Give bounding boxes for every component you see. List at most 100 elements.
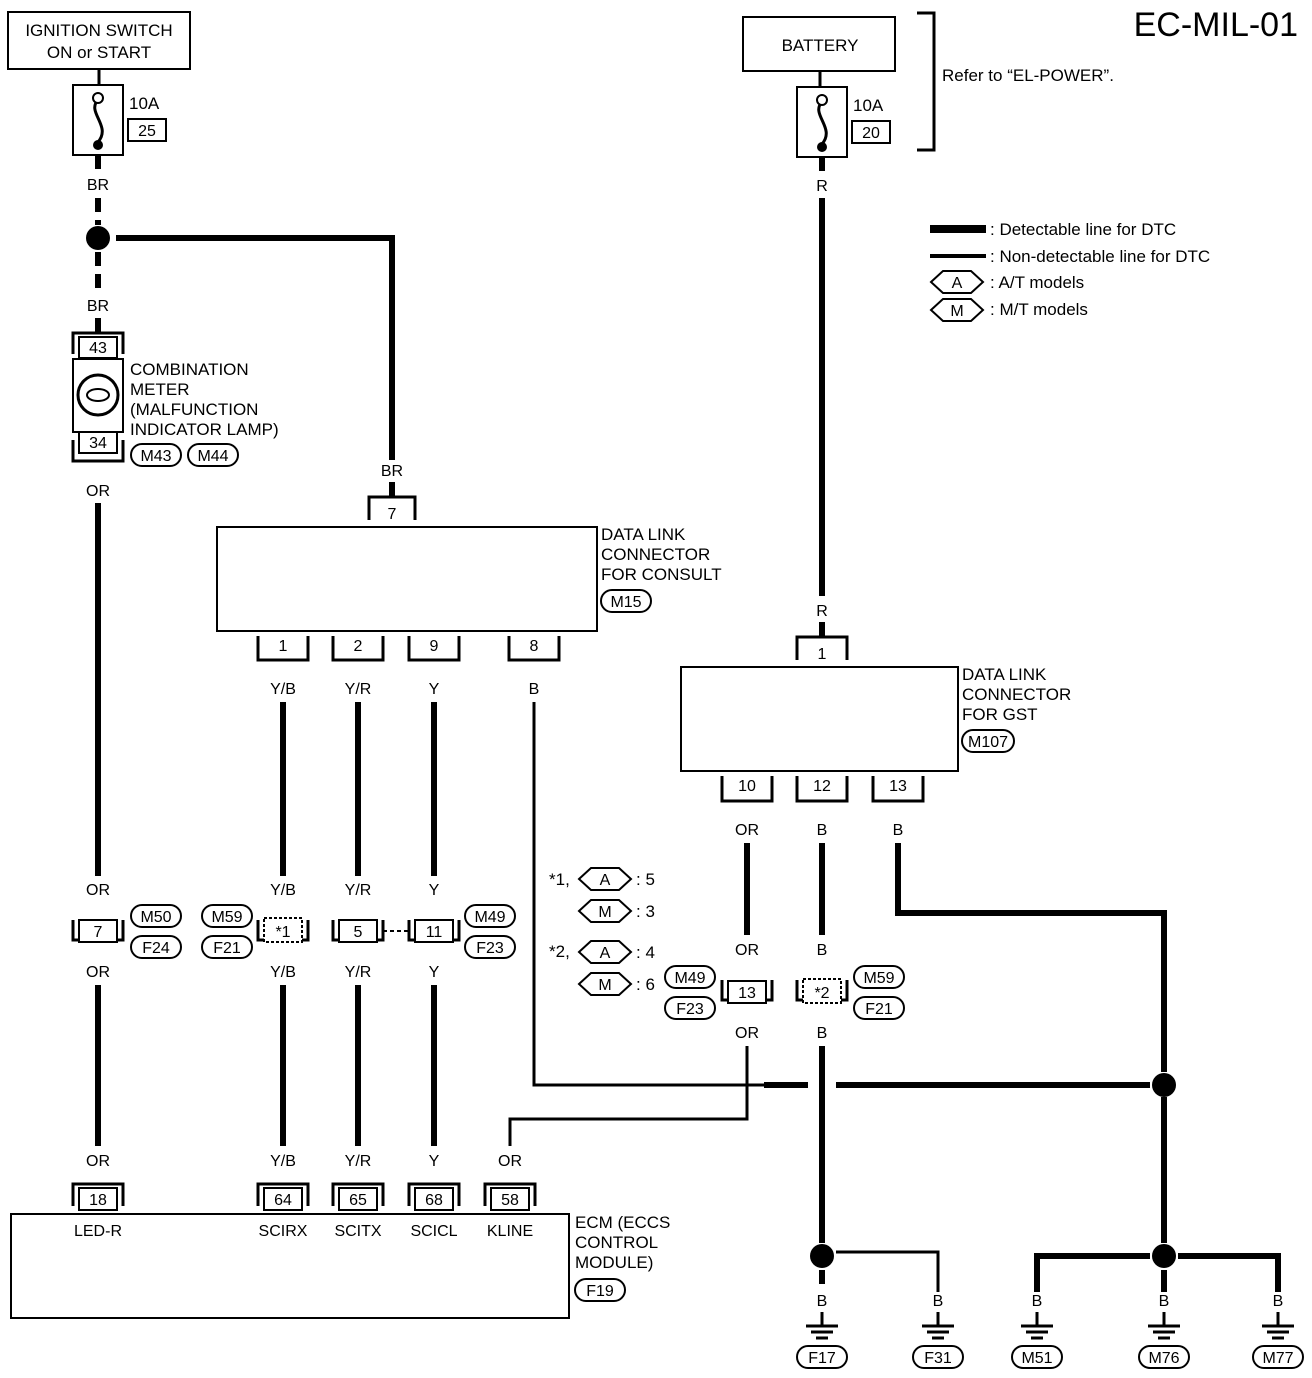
- ecm-pin-68: 68: [425, 1192, 443, 1209]
- consult-pin-2: 2: [354, 638, 363, 655]
- ground-m51: B M51: [1011, 1293, 1063, 1369]
- ecm-pin-65: 65: [349, 1192, 367, 1209]
- legend-mt: : M/T models: [990, 300, 1088, 319]
- note2-m-symbol: M: [598, 977, 611, 994]
- meter-pin-34: 34: [89, 435, 107, 452]
- wire-br-2: BR: [87, 298, 109, 315]
- ground-m51-label: M51: [1021, 1350, 1052, 1367]
- fuse-20-number: 20: [862, 125, 880, 142]
- wire-yr-2: Y/R: [345, 882, 372, 899]
- ecm-label-led-r: LED-R: [74, 1223, 122, 1240]
- ground-m76: B M76: [1138, 1293, 1190, 1369]
- wire-yb-3: Y/B: [270, 964, 296, 981]
- inline2-conn-m49: M49: [674, 970, 705, 987]
- ecm-label-kline: KLINE: [487, 1223, 533, 1240]
- fuse-25: 10A 25: [72, 84, 167, 156]
- wire-yb-1: Y/B: [270, 681, 296, 698]
- ecm-label-1: ECM (ECCS: [575, 1213, 670, 1232]
- ground-m76-wire: B: [1159, 1293, 1170, 1310]
- inline-pin-star1: *1: [275, 924, 290, 941]
- wire-or-meter: OR: [86, 483, 110, 500]
- note2-m: : 6: [636, 975, 655, 994]
- wire-b-gst13: B: [893, 822, 904, 839]
- wire-yr-4: Y/R: [345, 1153, 372, 1170]
- inline2-conn-f21: F21: [865, 1001, 893, 1018]
- wire-r-2: R: [816, 603, 828, 620]
- ground-m76-icon: [1148, 1324, 1180, 1340]
- gst-label-1: DATA LINK: [962, 665, 1047, 684]
- fuse-25-number: 25: [138, 123, 156, 140]
- ignition-switch: IGNITION SWITCH ON or START: [7, 11, 191, 70]
- inline-connector-star2: *2 M59 F21: [795, 965, 905, 1020]
- wire-or-gst: OR: [735, 822, 759, 839]
- battery: BATTERY: [742, 16, 896, 72]
- inline-connector-11: 11 M49 F23: [407, 904, 516, 959]
- inline-connector-7: 7 M50 F24: [71, 904, 182, 959]
- ecm-conn-f19: F19: [586, 1283, 614, 1300]
- inline-pin-13: 13: [738, 985, 756, 1002]
- consult-pin-1: 1: [279, 638, 288, 655]
- wire-or-kline: OR: [498, 1153, 522, 1170]
- inline-conn-m50: M50: [140, 909, 171, 926]
- junction-ground-left: [810, 1244, 834, 1268]
- battery-label: BATTERY: [782, 36, 859, 55]
- gst-label-2: CONNECTOR: [962, 685, 1071, 704]
- meter-conn-m44: M44: [197, 448, 228, 465]
- consult-pin-9: 9: [430, 638, 439, 655]
- inline-conn-m49: M49: [474, 909, 505, 926]
- ground-f31: B F31: [912, 1293, 964, 1369]
- inline-connector-5: 5: [331, 919, 385, 943]
- power-bracket: [917, 11, 936, 152]
- ground-f31-wire: B: [933, 1293, 944, 1310]
- inline-conn-f23: F23: [476, 940, 504, 957]
- wire-yb-2: Y/B: [270, 882, 296, 899]
- consult-conn-m15: M15: [610, 594, 641, 611]
- wire-or-2: OR: [86, 882, 110, 899]
- legend-mt-symbol: [929, 298, 985, 322]
- note1-a: : 5: [636, 870, 655, 889]
- gst-conn-m107: M107: [968, 734, 1008, 751]
- consult-label-3: FOR CONSULT: [601, 565, 722, 584]
- fuse-20-rating: 10A: [853, 96, 884, 115]
- wire-yb-4: Y/B: [270, 1153, 296, 1170]
- ecm-label-2: CONTROL: [575, 1233, 658, 1252]
- meter-label-1: COMBINATION: [130, 360, 249, 379]
- note1-m: : 3: [636, 902, 655, 921]
- gst-pin-10: 10: [738, 778, 756, 795]
- meter-label-4: INDICATOR LAMP): [130, 420, 279, 439]
- consult-pin-8: 8: [530, 638, 539, 655]
- ground-m76-label: M76: [1148, 1350, 1179, 1367]
- fuse-25-rating: 10A: [129, 94, 160, 113]
- inline-connector-star1: M59 F21 *1: [201, 904, 310, 959]
- inline-conn-m59: M59: [211, 909, 242, 926]
- note1-m-symbol: M: [598, 904, 611, 921]
- combination-meter: 43 34 COMBINATION METER (MALFUNCTION IND…: [71, 331, 279, 467]
- junction-ground-right: [1152, 1244, 1176, 1268]
- ecm-label-scirx: SCIRX: [259, 1223, 308, 1240]
- wire-b-gst12-2: B: [817, 942, 828, 959]
- meter-pin-43: 43: [89, 340, 107, 357]
- gst-pin-12: 12: [813, 778, 831, 795]
- junction-br: [86, 226, 110, 250]
- inline-pin-5: 5: [354, 924, 363, 941]
- junction-b-right: [1152, 1073, 1176, 1097]
- legend-at: : A/T models: [990, 273, 1084, 292]
- wire-r-1: R: [816, 178, 828, 195]
- wire-or-3: OR: [86, 964, 110, 981]
- ground-f31-icon: [922, 1324, 954, 1340]
- legend-mt-letter: M: [950, 303, 963, 320]
- inline-pin-11: 11: [426, 924, 443, 941]
- wire-yr-3: Y/R: [345, 964, 372, 981]
- gst-connector: 1 DATA LINK CONNECTOR FOR GST M107 10 12…: [680, 635, 1071, 803]
- wire-b-gst12: B: [817, 822, 828, 839]
- inline2-conn-m59: M59: [863, 970, 894, 987]
- wire-y-3: Y: [429, 964, 440, 981]
- ignition-label-1: IGNITION SWITCH: [25, 21, 172, 40]
- ecm-pin-58: 58: [501, 1192, 519, 1209]
- meter-label-2: METER: [130, 380, 190, 399]
- refer-el-power: Refer to “EL-POWER”.: [942, 66, 1114, 85]
- gst-pin-1: 1: [818, 646, 827, 663]
- meter-conn-m43: M43: [140, 448, 171, 465]
- ground-m77-wire: B: [1273, 1293, 1284, 1310]
